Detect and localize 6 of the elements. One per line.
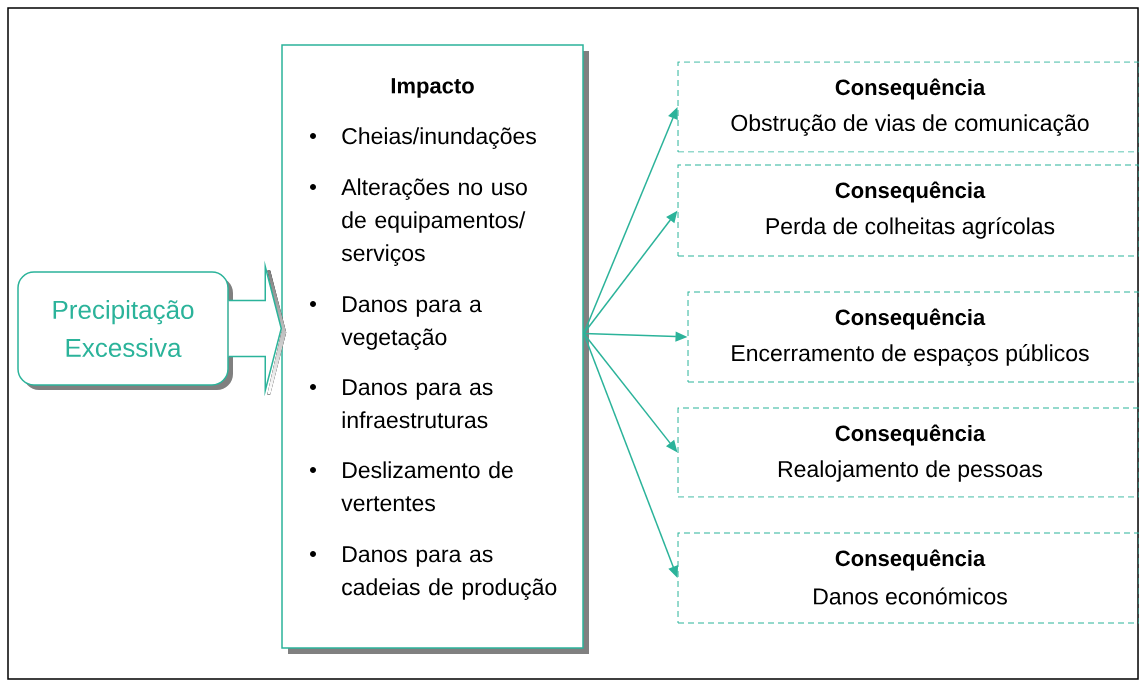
consequence-box: Consequência Realojamento de pessoas: [677, 407, 1139, 498]
consequence-box: Consequência Encerramento de espaços públicos: [687, 291, 1139, 383]
consequence-box: Consequência Perda de colheitas agrícolas: [677, 164, 1139, 257]
consequence-box: Consequência Obstrução de vias de comunicação: [677, 61, 1139, 153]
process-box: Precipitação Excessiva: [17, 271, 233, 390]
consequence-box: Consequência Danos económicos: [677, 532, 1139, 624]
